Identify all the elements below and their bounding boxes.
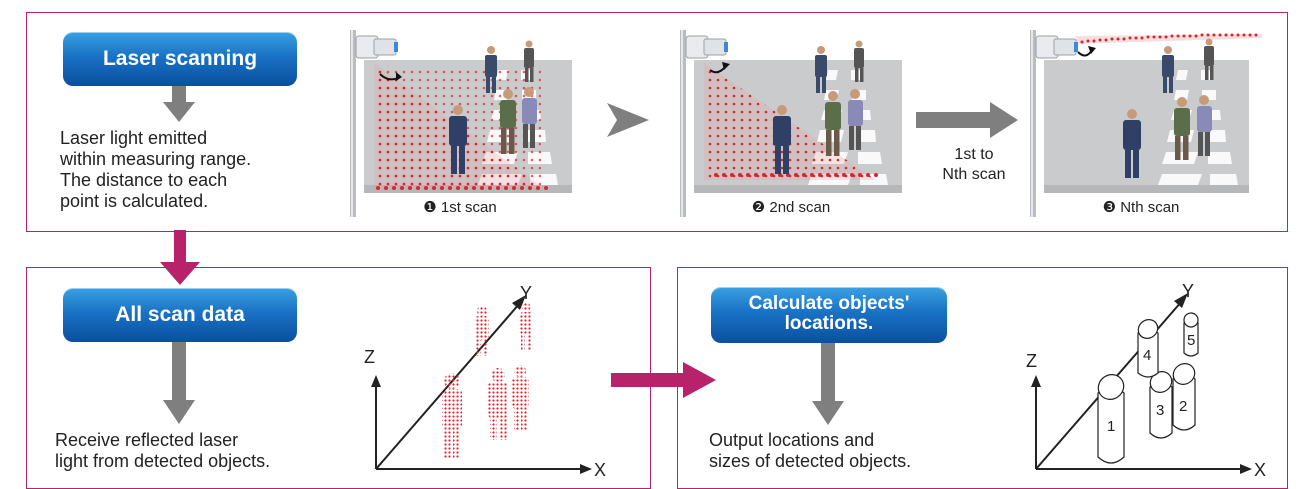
scan-scene-3 bbox=[1030, 30, 1262, 217]
z-axis-label: Z bbox=[1026, 351, 1037, 371]
flow-arrow-down-icon bbox=[160, 230, 200, 285]
y-axis-label: Y bbox=[520, 283, 532, 303]
scan-marker-2: ❷ bbox=[751, 199, 766, 216]
point-cloud-person-2 bbox=[488, 365, 529, 440]
scan-caption-2: ❷ 2nd scan bbox=[726, 198, 856, 216]
repeat-label: 1st to Nth scan bbox=[942, 146, 1006, 183]
pedestrian-figure bbox=[449, 105, 467, 174]
laser-scanning-panel bbox=[26, 12, 1288, 232]
x-axis-label: X bbox=[594, 460, 606, 480]
down-arrow-icon bbox=[163, 86, 195, 122]
scan-marker-3: ❸ bbox=[1102, 199, 1117, 216]
calculate-locations-title: Calculate objects' locations. bbox=[711, 287, 947, 343]
calculate-locations-description: Output locations and sizes of detected o… bbox=[709, 430, 912, 471]
scan-marker-1: ❶ bbox=[423, 199, 437, 216]
point-cloud-person-3 bbox=[475, 302, 532, 356]
object-label-1: 1 bbox=[1107, 418, 1115, 435]
scan-label-2: 2nd scan bbox=[769, 199, 831, 216]
all-scan-data-description: Receive reflected laser light from detec… bbox=[55, 430, 271, 471]
down-arrow-icon bbox=[812, 343, 844, 425]
object-label-5: 5 bbox=[1187, 332, 1195, 349]
laser-scanning-title: Laser scanning bbox=[63, 32, 297, 86]
point-cloud-person-1 bbox=[442, 373, 462, 459]
scan-data-3d-plot: Z X Y bbox=[364, 283, 606, 480]
laser-scanning-description: Laser light emitted within measuring ran… bbox=[60, 128, 252, 211]
y-axis-label: Y bbox=[1182, 283, 1194, 301]
x-axis-label: X bbox=[1254, 460, 1266, 480]
repeat-arrow-icon bbox=[916, 102, 1018, 138]
all-scan-data-title: All scan data bbox=[63, 288, 297, 342]
flow-arrow-right-icon bbox=[611, 362, 716, 398]
object-label-4: 4 bbox=[1143, 347, 1151, 364]
down-arrow-icon bbox=[163, 342, 195, 424]
scan-caption-1: ❶ 1st scan bbox=[400, 198, 520, 216]
object-label-3: 3 bbox=[1156, 402, 1164, 419]
scan-scene-1 bbox=[350, 30, 572, 217]
z-axis-label: Z bbox=[364, 347, 375, 367]
scan-caption-3: ❸ Nth scan bbox=[1076, 198, 1206, 216]
next-arrowhead-icon bbox=[607, 103, 649, 137]
object-label-2: 2 bbox=[1179, 398, 1187, 415]
scan-label-3: Nth scan bbox=[1120, 199, 1180, 216]
scan-scene-2 bbox=[680, 30, 902, 217]
scan-label-1: 1st scan bbox=[440, 199, 497, 216]
object-locations-3d-plot: Z X Y 1 2 3 4 5 bbox=[1026, 283, 1266, 480]
